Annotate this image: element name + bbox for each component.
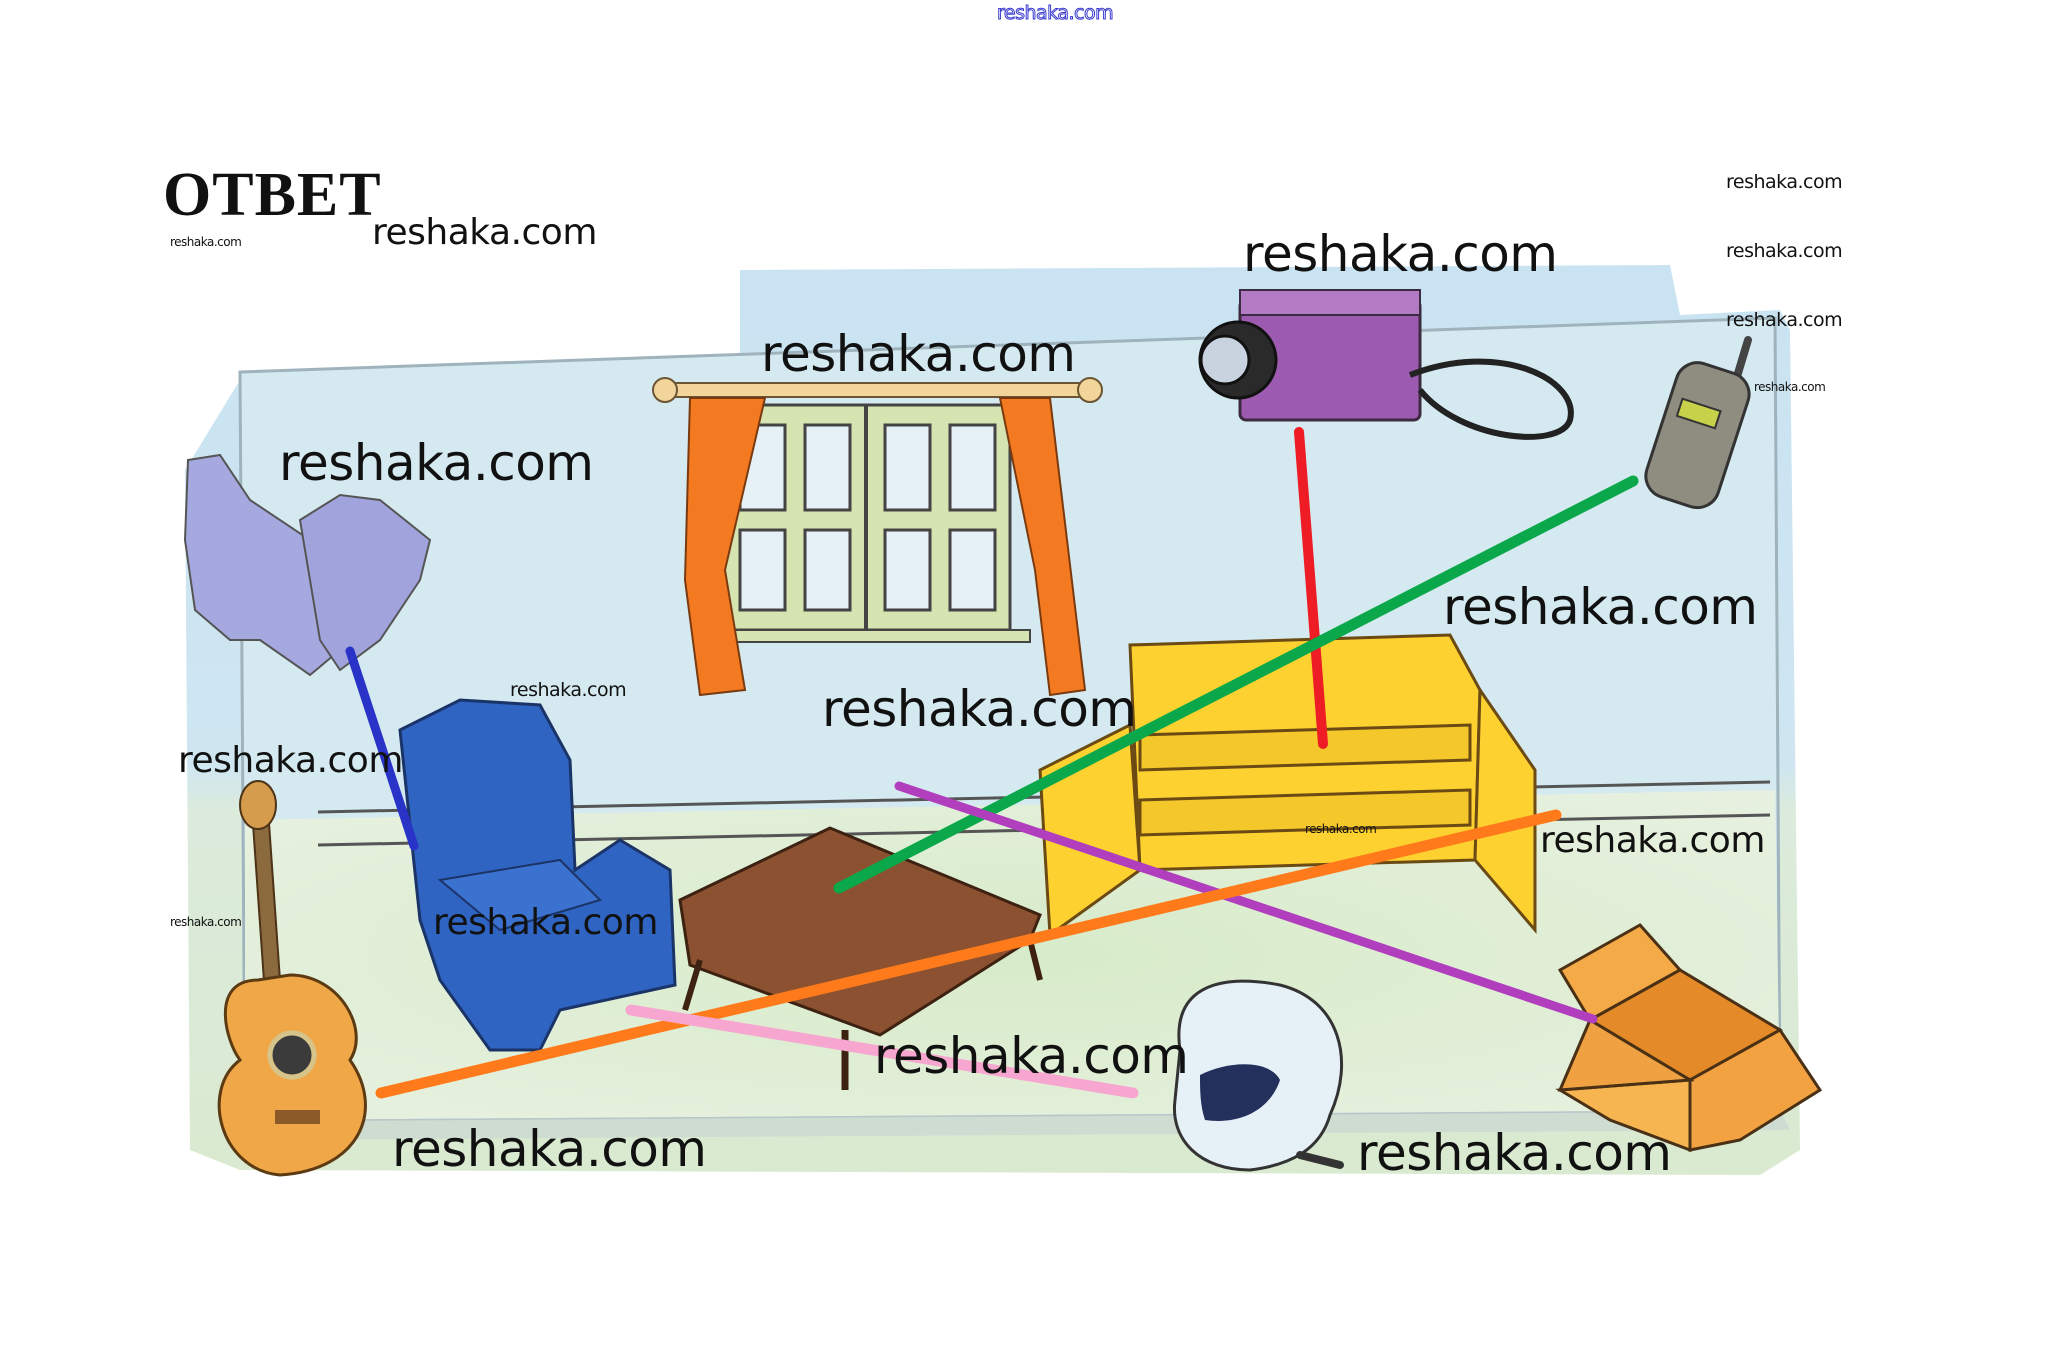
source-watermark: reshaka.com [996, 2, 1114, 25]
watermark: reshaka.com [822, 680, 1137, 738]
watermark: reshaka.com [761, 325, 1076, 383]
watermark: reshaka.com [392, 1120, 707, 1178]
watermark: reshaka.com [433, 902, 658, 943]
watermark: reshaka.com [1305, 822, 1377, 836]
window-icon [652, 377, 1103, 697]
cardboard-box-icon [1555, 923, 1823, 1153]
guitar-icon [217, 780, 367, 1177]
armchair-icon [398, 698, 677, 1052]
watermark: reshaka.com [874, 1027, 1189, 1085]
match-line-camera-cabinet [1294, 427, 1328, 749]
watermark: reshaka.com [1357, 1124, 1672, 1182]
watermark: reshaka.com [279, 434, 594, 492]
helmet-icon [1172, 979, 1344, 1172]
match-line-phone-table [833, 475, 1639, 894]
watermark: reshaka.com [510, 679, 627, 701]
watermark: reshaka.com [1243, 225, 1558, 283]
watermark: reshaka.com [1754, 380, 1826, 394]
match-lines [345, 427, 1639, 1099]
watermark: reshaka.com [1726, 309, 1843, 331]
watermark: reshaka.com [372, 212, 597, 253]
gloves-icon [183, 453, 432, 677]
match-line-gloves-armchair [345, 646, 419, 851]
page-title: ОТВЕТ [163, 161, 382, 229]
match-line-wall-box [894, 781, 1598, 1024]
watermark: reshaka.com [170, 235, 242, 249]
watermark: reshaka.com [178, 740, 403, 781]
mobile-phone-icon [1644, 336, 1752, 510]
watermark: reshaka.com [170, 915, 242, 929]
watermark: reshaka.com [1443, 578, 1758, 636]
match-line-armchair-helmet [625, 1004, 1139, 1099]
match-line-guitar-cabinet [375, 809, 1562, 1099]
watermark: reshaka.com [1540, 820, 1765, 861]
watermark: reshaka.com [1726, 171, 1843, 193]
watermark: reshaka.com [1726, 240, 1843, 262]
camera-icon [1198, 289, 1574, 440]
coffee-table-icon [678, 826, 1043, 1090]
